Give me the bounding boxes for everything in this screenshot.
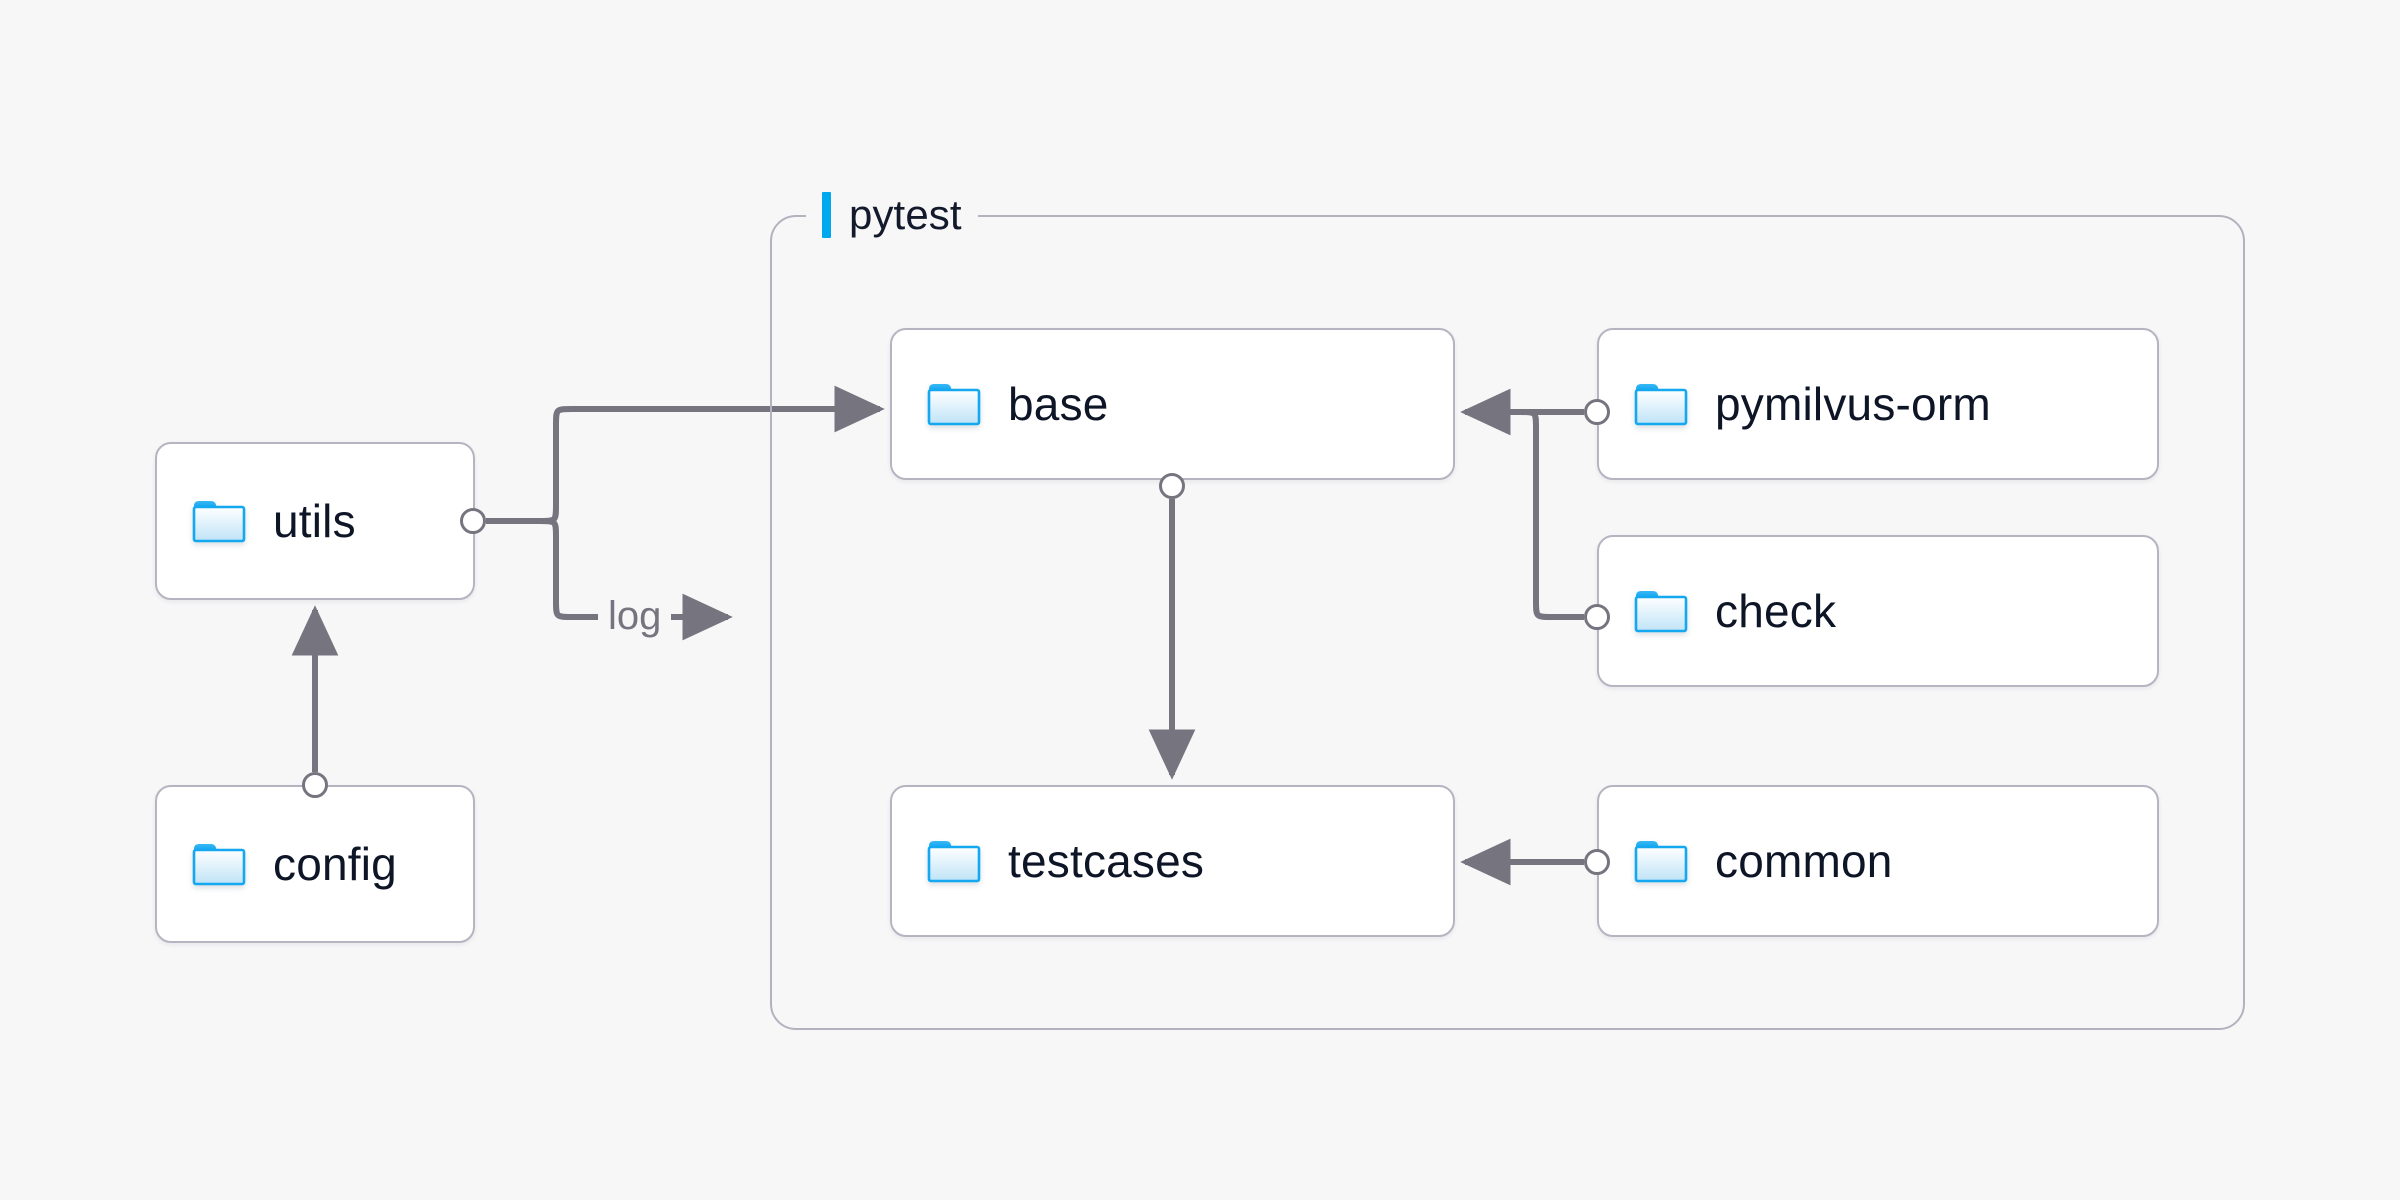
folder-icon	[1634, 841, 1688, 883]
group-title-text: pytest	[849, 191, 962, 238]
port-config-top[interactable]	[302, 772, 328, 798]
edge-label-log: log	[598, 596, 672, 636]
node-config-label: config	[273, 838, 397, 890]
node-pymilvus-orm-label: pymilvus-orm	[1715, 378, 1991, 430]
node-base[interactable]: base	[890, 328, 1455, 480]
port-utils-right[interactable]	[460, 508, 486, 534]
node-pymilvus-orm[interactable]: pymilvus-orm	[1597, 328, 2159, 480]
group-accent-bar	[822, 192, 831, 238]
port-base-bottom[interactable]	[1159, 473, 1185, 499]
group-pytest-label: pytest	[806, 187, 978, 243]
group-pytest[interactable]	[770, 215, 2245, 1030]
folder-icon	[192, 844, 246, 886]
node-utils[interactable]: utils	[155, 442, 475, 600]
port-common-left[interactable]	[1584, 849, 1610, 875]
node-common-label: common	[1715, 835, 1893, 887]
node-common[interactable]: common	[1597, 785, 2159, 937]
port-check-left[interactable]	[1584, 604, 1610, 630]
folder-icon	[927, 384, 981, 426]
port-pymilvus-orm-left[interactable]	[1584, 399, 1610, 425]
folder-icon	[927, 841, 981, 883]
node-testcases[interactable]: testcases	[890, 785, 1455, 937]
node-check[interactable]: check	[1597, 535, 2159, 687]
node-check-label: check	[1715, 585, 1837, 637]
folder-icon	[1634, 384, 1688, 426]
node-base-label: base	[1008, 378, 1109, 430]
edge-utils-to-log	[539, 518, 600, 620]
node-testcases-label: testcases	[1008, 835, 1205, 887]
node-utils-label: utils	[273, 495, 356, 547]
node-config[interactable]: config	[155, 785, 475, 943]
folder-icon	[1634, 591, 1688, 633]
folder-icon	[192, 501, 246, 543]
